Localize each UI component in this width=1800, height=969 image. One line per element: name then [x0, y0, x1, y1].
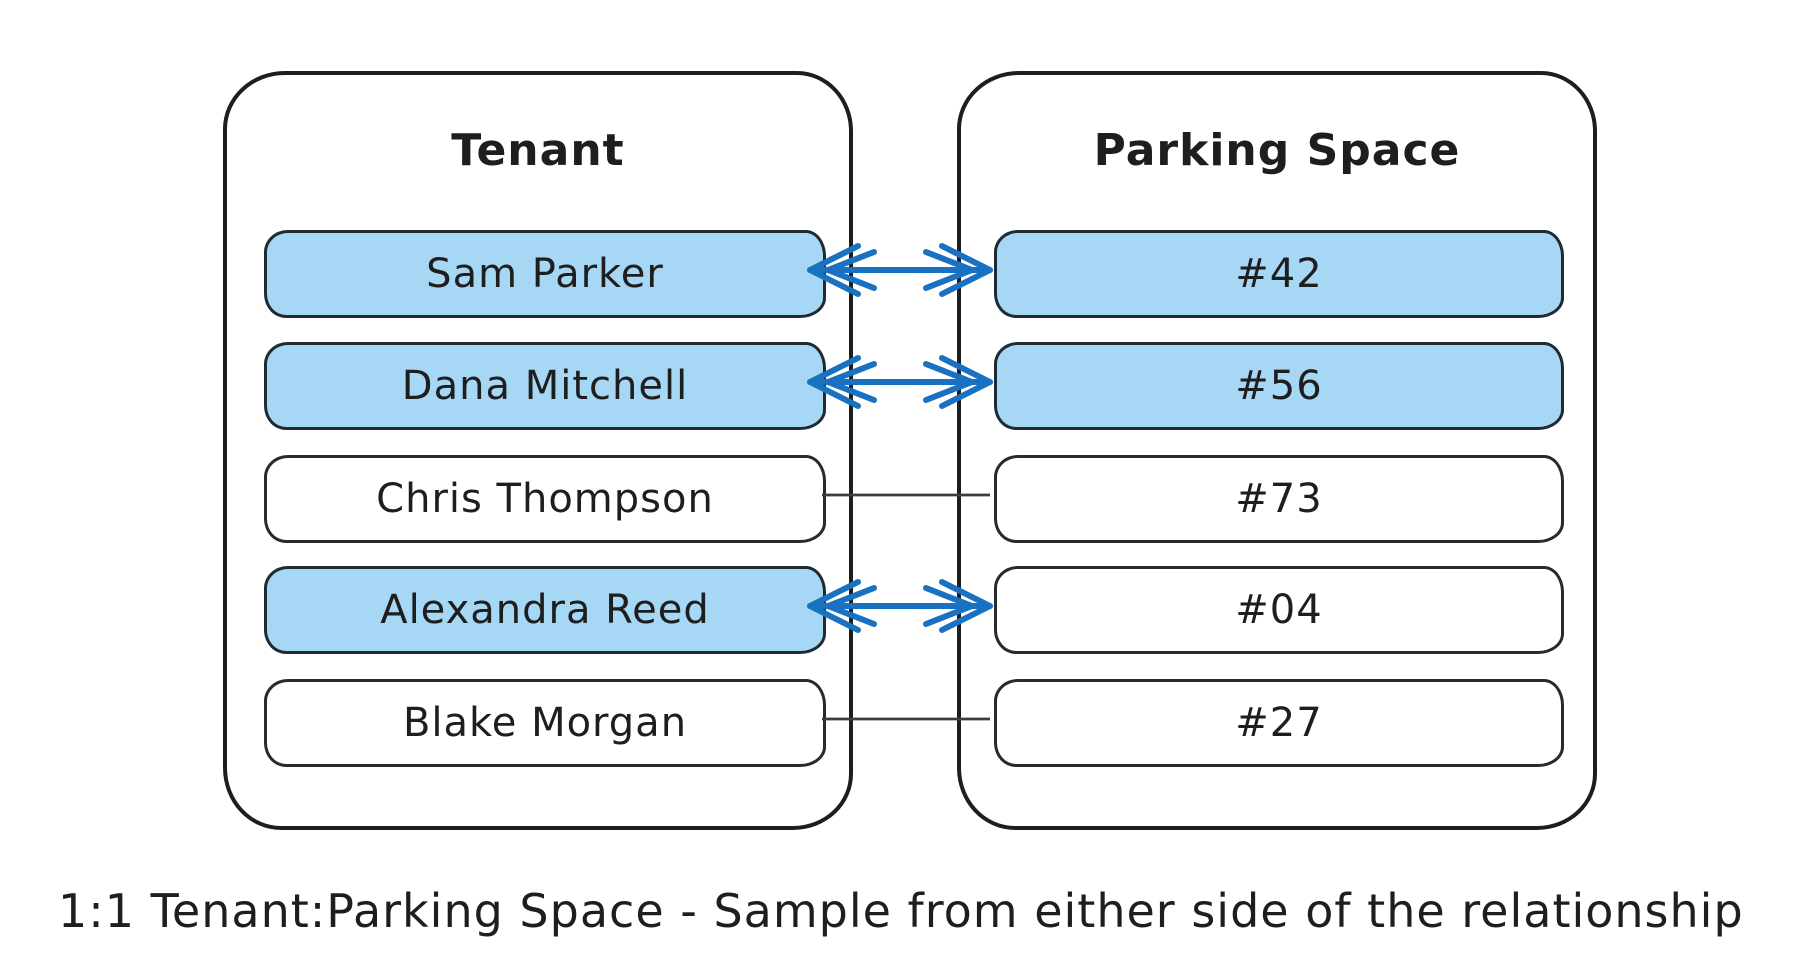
link-chris-thompson-73 — [800, 465, 1000, 525]
tenant-row-label: Sam Parker — [426, 251, 664, 297]
tenant-row-blake-morgan: Blake Morgan — [264, 679, 826, 767]
tenant-row-sam-parker: Sam Parker — [264, 230, 826, 318]
link-blake-morgan-27 — [800, 689, 1000, 749]
double-arrow-icon — [807, 579, 993, 633]
parking-row-73: #73 — [994, 455, 1564, 543]
parking-space-entity: Parking Space #42 #56 #73 #04 #27 — [957, 71, 1597, 830]
tenant-row-chris-thompson: Chris Thompson — [264, 455, 826, 543]
parking-row-label: #73 — [1235, 476, 1323, 522]
parking-row-label: #56 — [1235, 363, 1323, 409]
tenant-row-label: Dana Mitchell — [401, 363, 689, 409]
link-sam-parker-42 — [800, 240, 1000, 300]
parking-row-27: #27 — [994, 679, 1564, 767]
tenant-row-label: Alexandra Reed — [380, 587, 710, 633]
parking-row-42: #42 — [994, 230, 1564, 318]
double-arrow-icon — [807, 243, 993, 297]
tenant-entity: Tenant Sam Parker Dana Mitchell Chris Th… — [223, 71, 853, 830]
parking-row-label: #04 — [1235, 587, 1323, 633]
link-dana-mitchell-56 — [800, 352, 1000, 412]
parking-row-56: #56 — [994, 342, 1564, 430]
tenant-row-label: Chris Thompson — [376, 476, 714, 522]
double-arrow-icon — [807, 355, 993, 409]
parking-row-04: #04 — [994, 566, 1564, 654]
parking-row-label: #27 — [1235, 700, 1323, 746]
plain-line-icon — [822, 493, 990, 497]
parking-row-label: #42 — [1235, 251, 1323, 297]
plain-line-icon — [822, 717, 990, 721]
tenant-row-label: Blake Morgan — [402, 700, 688, 746]
tenant-entity-title: Tenant — [451, 125, 625, 176]
tenant-row-alexandra-reed: Alexandra Reed — [264, 566, 826, 654]
diagram-caption: 1:1 Tenant:Parking Space - Sample from e… — [58, 884, 1744, 938]
tenant-row-dana-mitchell: Dana Mitchell — [264, 342, 826, 430]
parking-space-entity-title: Parking Space — [1093, 125, 1461, 176]
link-alexandra-reed-04 — [800, 576, 1000, 636]
